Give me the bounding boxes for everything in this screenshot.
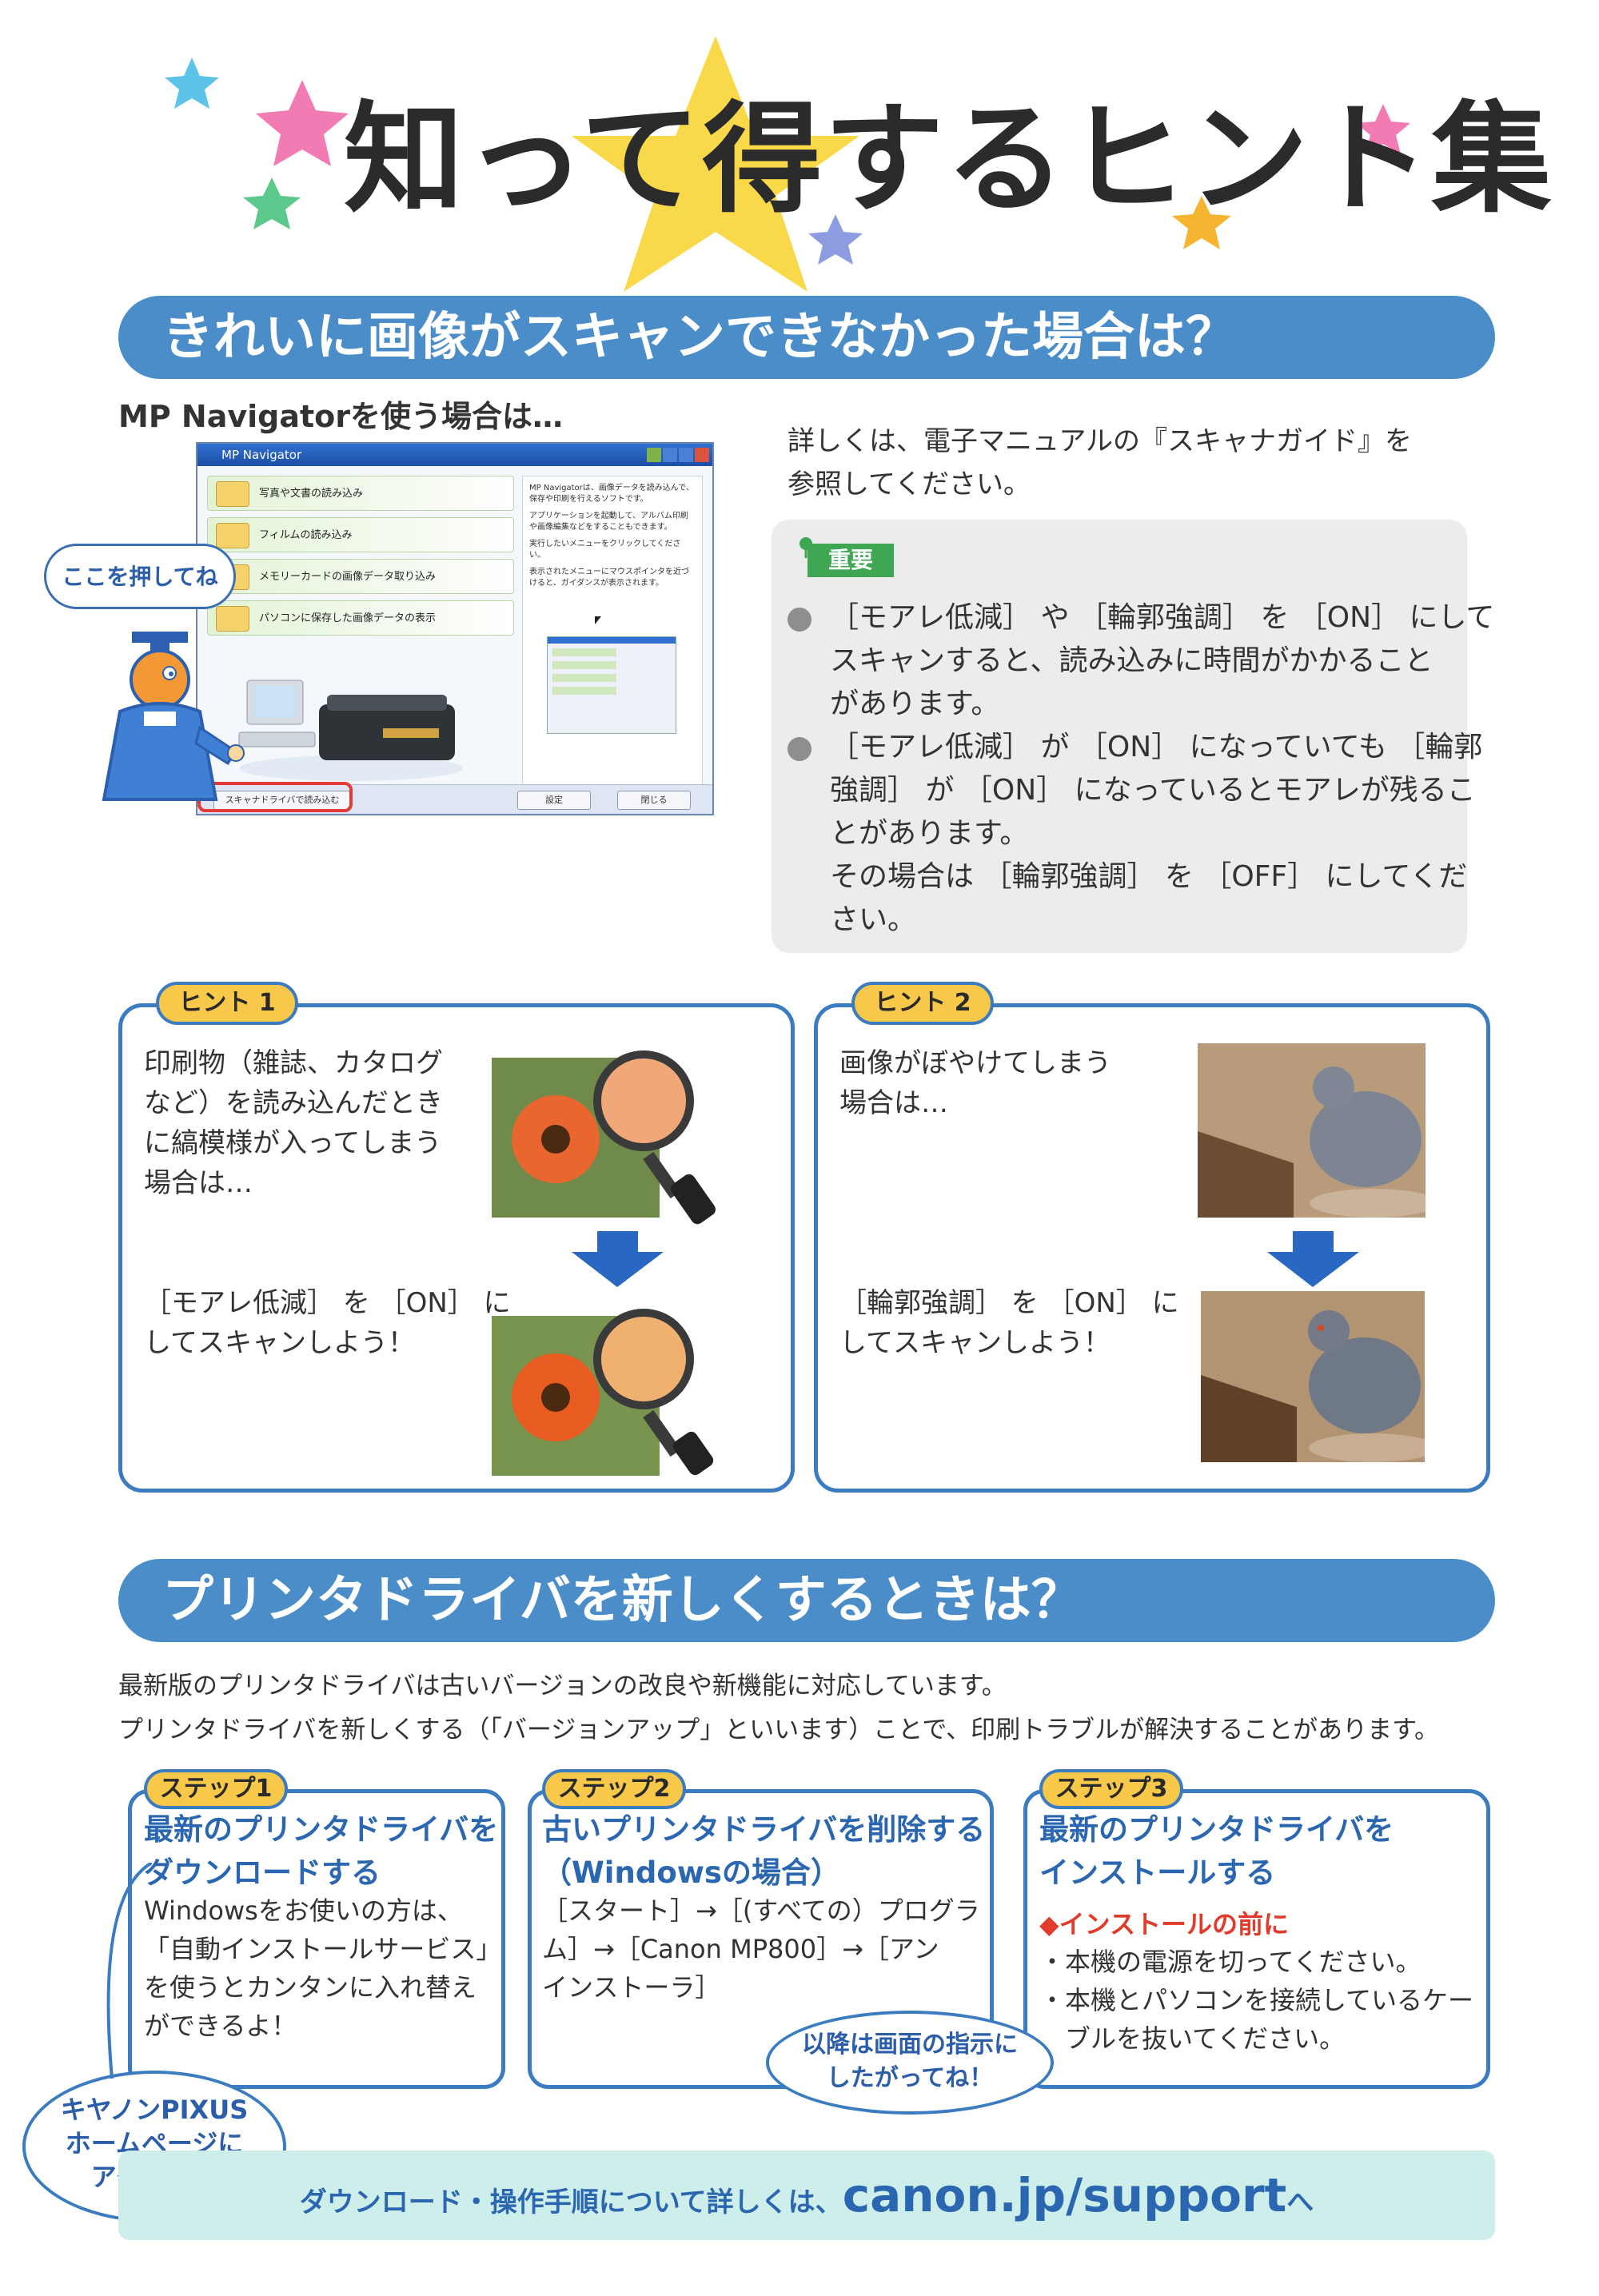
important-box (772, 520, 1467, 953)
flower-photo-moire (492, 1050, 716, 1225)
important-label: 重要 (807, 544, 894, 577)
down-arrow-icon (1267, 1231, 1359, 1287)
close-icon[interactable] (695, 448, 709, 462)
window-button-bar: スキャナドライバで読み込む 設定 閉じる (197, 784, 712, 814)
menu-item-scan-photos[interactable]: 写真や文書の読み込み (207, 476, 514, 511)
section-1-title: きれいに画像がスキャンできなかった場合は？ (118, 296, 1495, 379)
window-titlebar: MP Navigator (197, 444, 712, 466)
film-icon (216, 523, 249, 548)
bullet-icon (788, 608, 811, 632)
mini-screenshot (547, 636, 676, 734)
important-item-1: ［モアレ低減］ や ［輪郭強調］ を ［ON］ にして スキャンすると、読み込み… (830, 601, 1495, 720)
computer-printer-illustration (238, 680, 463, 781)
step-1-body: Windowsをお使いの方は、 「自動インストールサービス」 を使うとカンタンに… (144, 1895, 502, 2041)
support-url-link[interactable]: canon.jp/support (842, 2168, 1287, 2222)
menu-item-memory-card[interactable]: メモリーカードの画像データ取り込み (207, 559, 514, 594)
intro-line-2: プリンタドライバを新しくする（「バージョンアップ」といいます）ことで、印刷トラブ… (118, 1716, 1439, 1744)
orange-star-icon (1172, 196, 1231, 249)
step-3-body: ・本機の電源を切ってください。 ・本機とパソコンを接続しているケー ブルを抜いて… (1039, 1947, 1474, 2054)
title-stars (165, 36, 1410, 292)
menu-list: 写真や文書の読み込み フィルムの読み込み メモリーカードの画像データ取り込み パ… (207, 476, 514, 786)
step-1-heading: 最新のプリンタドライバを ダウンロードする (144, 1812, 499, 1890)
folder-icon (216, 606, 249, 632)
step-3-box (1023, 1789, 1490, 2089)
install-warning: ◆インストールの前に (1039, 1909, 1289, 1939)
hint-2-solution: ［輪郭強調］ を ［ON］ に してスキャンしよう！ (839, 1287, 1179, 1359)
section-2-title: プリンタドライバを新しくするときは？ (118, 1559, 1495, 1642)
step-3-tab: ステップ3 (1039, 1769, 1183, 1809)
blue-star-icon (165, 58, 219, 109)
mp-navigator-heading: MP Navigatorを使う場合は… (118, 399, 563, 434)
step-2-heading: 古いプリンタドライバを削除する （Windowsの場合） (542, 1812, 986, 1890)
hint-1-problem: 印刷物（雑誌、カタログ など）を読み込んだとき に縞模様が入ってしまう 場合は… (144, 1047, 443, 1199)
step-1-tab: ステップ1 (144, 1769, 288, 1809)
menu-item-scan-film[interactable]: フィルムの読み込み (207, 517, 514, 552)
window-controls[interactable] (645, 447, 709, 469)
mouse-pointer-icon (595, 616, 601, 624)
manual-reference: 詳しくは、電子マニュアルの『スキャナガイド』を 参照してください。 (788, 425, 1412, 500)
important-item-2: ［モアレ低減］ が ［ON］ になっていても ［輪郭 強調］ が ［ON］ にな… (830, 731, 1483, 936)
mp-navigator-window: MP Navigator 写真や文書の読み込み フィルムの読み込み メモリーカー… (196, 442, 714, 815)
step-3-heading: 最新のプリンタドライバを インストールする (1039, 1812, 1394, 1890)
hint-1-tab: ヒント 1 (156, 982, 298, 1025)
pigeon-photo-blurry (1198, 1043, 1426, 1218)
pin-icon (800, 537, 812, 558)
guidance-panel: MP Navigatorは、画像データを読み込んで、保存や印刷を行えるソフトです… (522, 476, 703, 786)
bubble-tail (106, 1863, 152, 2079)
pink-star-right-icon (1356, 104, 1410, 154)
green-star-icon (243, 177, 301, 229)
down-arrow-icon (572, 1231, 664, 1287)
page-title: 知って得するヒント集 (344, 90, 1553, 229)
help-icon[interactable] (647, 448, 661, 462)
step-2-tab: ステップ2 (542, 1769, 686, 1809)
pink-star-icon (256, 80, 349, 166)
follow-instructions-bubble: 以降は画面の指示に したがってね！ (766, 2011, 1054, 2115)
step-2-body: ［スタート］→［(すべての）プログラ ム］→［Canon MP800］→［アン … (542, 1895, 980, 2003)
settings-button[interactable]: 設定 (517, 791, 591, 810)
flower-photo-clear (492, 1309, 714, 1476)
minimize-icon[interactable] (679, 448, 693, 462)
purple-star-icon (808, 214, 863, 265)
support-text: ダウンロード・操作手順について詳しくは、canon.jp/supportへ (299, 2168, 1314, 2222)
pigeon-photo-sharp (1201, 1291, 1425, 1462)
hint-1-solution: ［モアレ低減］ を ［ON］ に してスキャンしよう！ (144, 1287, 511, 1359)
speech-bubble: ここを押してね (44, 544, 236, 609)
big-yellow-star-icon (572, 36, 859, 292)
step-1-box (128, 1789, 505, 2089)
close-button[interactable]: 閉じる (617, 791, 691, 810)
support-bar (118, 2151, 1495, 2240)
photo-doc-icon (216, 481, 249, 507)
mascot-illustration (102, 632, 245, 801)
info-icon[interactable] (663, 448, 677, 462)
hint-2-tab: ヒント 2 (851, 982, 994, 1025)
menu-item-view-saved[interactable]: パソコンに保存した画像データの表示 (207, 600, 514, 636)
bullet-icon (788, 737, 811, 761)
window-title: MP Navigator (221, 448, 302, 462)
intro-line-1: 最新版のプリンタドライバは古いバージョンの改良や新機能に対応しています。 (118, 1672, 1007, 1700)
hint-2-problem: 画像がぼやけてしまう 場合は… (839, 1047, 1111, 1119)
